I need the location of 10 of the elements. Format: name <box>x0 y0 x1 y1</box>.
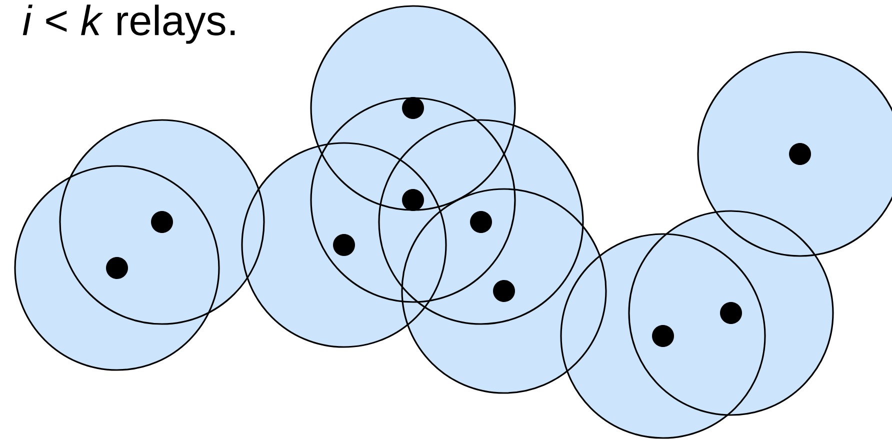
range-circle <box>59 119 265 325</box>
range-circle <box>241 142 447 348</box>
range-circle <box>378 119 584 325</box>
heading-text: i < k relays. <box>22 4 235 44</box>
range-circle <box>310 97 516 303</box>
range-circle <box>310 5 516 211</box>
range-circle <box>560 233 766 439</box>
range-circle <box>401 188 607 394</box>
range-circle <box>628 210 834 416</box>
range-circle <box>14 165 220 371</box>
